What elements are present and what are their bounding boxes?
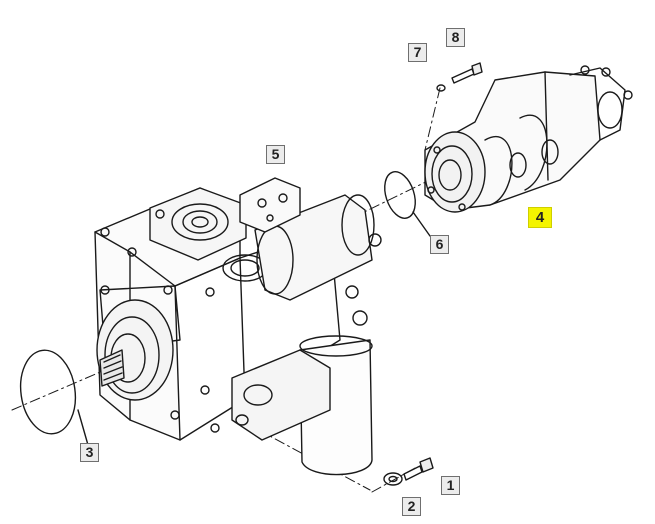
washer-7	[436, 84, 446, 92]
assembly-axis-lines	[11, 87, 441, 493]
bolt-8	[451, 62, 483, 84]
callout-3[interactable]: 3	[80, 443, 99, 462]
callout-5[interactable]: 5	[266, 145, 285, 164]
main-pump-housing	[94, 177, 382, 476]
washer-2	[383, 472, 403, 486]
bolt-1	[403, 457, 434, 481]
callout-6[interactable]: 6	[430, 235, 449, 254]
callout-4[interactable]: 4	[528, 207, 552, 228]
o-ring-6	[384, 171, 416, 219]
callout-1[interactable]: 1	[441, 476, 460, 495]
callout-8[interactable]: 8	[446, 28, 465, 47]
callout-7[interactable]: 7	[408, 43, 427, 62]
callout-2[interactable]: 2	[402, 497, 421, 516]
o-ring-3	[19, 349, 77, 435]
gear-pump-part-4	[424, 65, 633, 213]
